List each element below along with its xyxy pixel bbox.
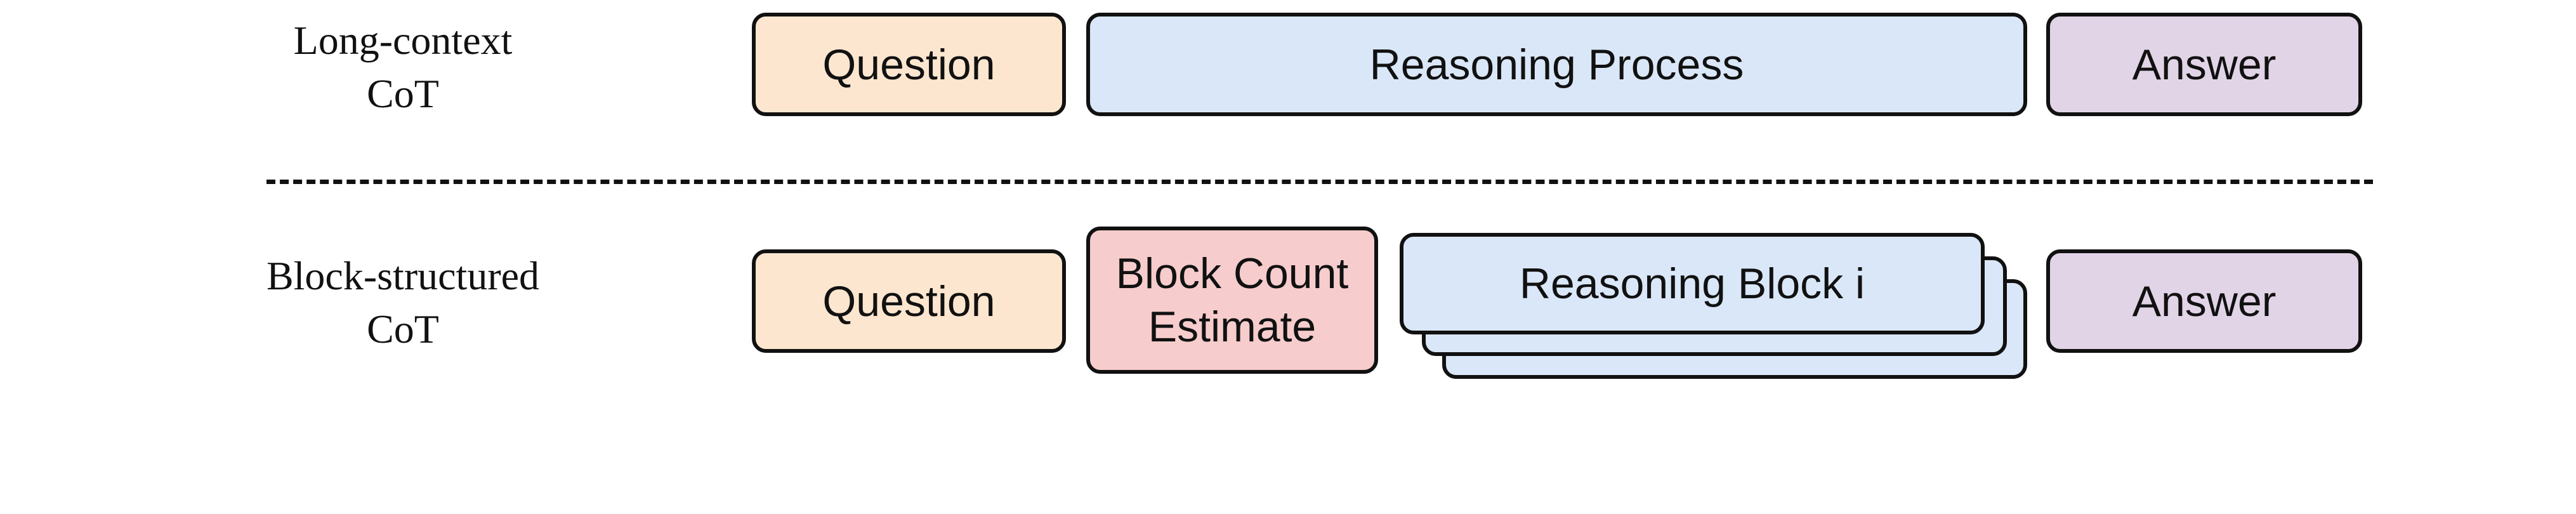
reasoning-block-front: Reasoning Block i [1400,233,1985,334]
answer-box: Answer [2046,13,2362,116]
answer-label: Answer [2132,277,2277,326]
row-label-block-structured: Block-structured CoT [200,249,606,356]
block-count-estimate-label: Block Count Estimate [1116,247,1349,353]
estimate-label-line: Estimate [1148,303,1317,351]
block-count-estimate-box: Block Count Estimate [1086,227,1378,374]
dashed-divider [266,180,2373,184]
question-box: Question [752,249,1066,353]
row-label-line: CoT [367,306,439,352]
row-label-line: Long-context [293,18,513,63]
row-label-line: Block-structured [266,253,540,298]
answer-label: Answer [2132,40,2277,89]
question-box: Question [752,13,1066,116]
estimate-label-line: Block Count [1115,249,1349,298]
question-label: Question [822,277,996,326]
reasoning-block-label: Reasoning Block i [1519,260,1865,308]
row-label-long-context: Long-context CoT [200,14,606,121]
reasoning-process-box: Reasoning Process [1086,13,2027,116]
row-label-line: CoT [367,71,439,116]
question-label: Question [822,40,996,89]
reasoning-process-label: Reasoning Process [1369,40,1744,89]
answer-box: Answer [2046,249,2362,353]
